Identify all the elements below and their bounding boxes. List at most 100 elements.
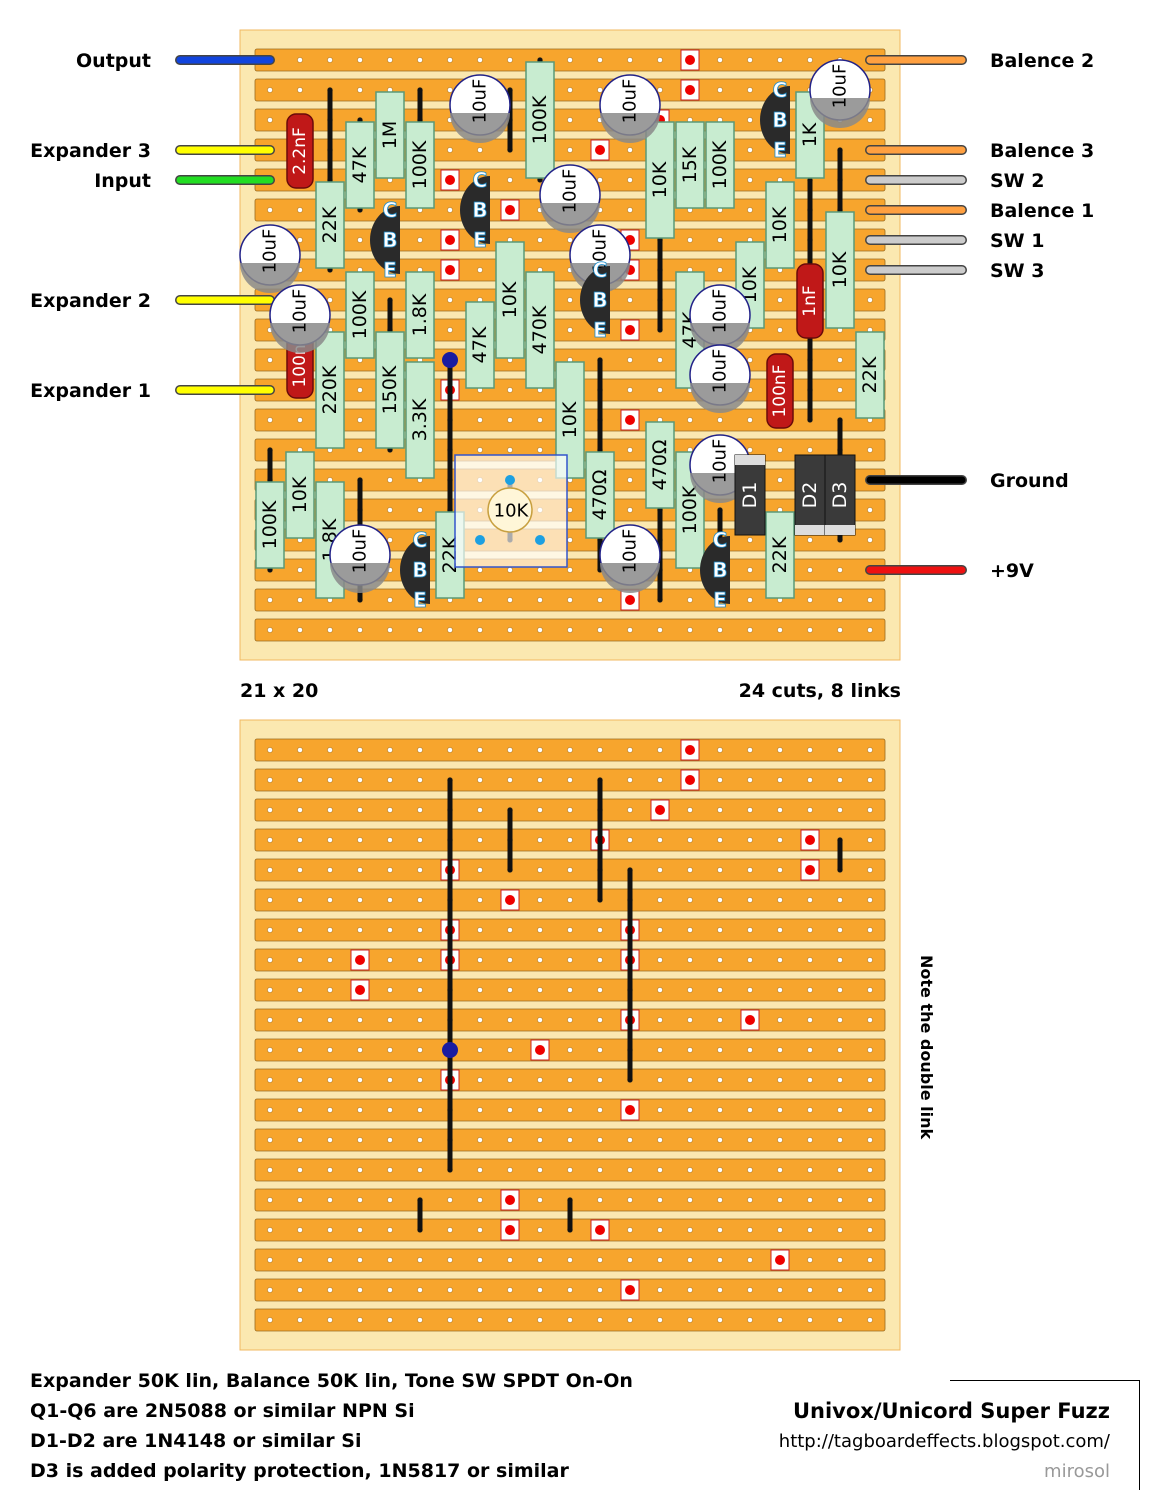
bottom-hole [567, 1167, 573, 1173]
top-hole [267, 117, 273, 123]
top-hole [387, 597, 393, 603]
bottom-hole [477, 837, 483, 843]
bottom-hole [657, 777, 663, 783]
top-hole [417, 57, 423, 63]
resistor-value: 1.8K [409, 293, 431, 336]
resistor-value: 22K [769, 536, 791, 573]
bottom-hole [267, 1047, 273, 1053]
bottom-hole [297, 1047, 303, 1053]
bottom-hole [327, 807, 333, 813]
bottom-hole [657, 1077, 663, 1083]
bottom-hole [687, 1167, 693, 1173]
pot-pin [535, 535, 545, 545]
transistor-pin-label: E [593, 318, 607, 342]
top-hole [867, 597, 873, 603]
bottom-hole [537, 867, 543, 873]
bottom-hole [537, 1197, 543, 1203]
bottom-hole [327, 777, 333, 783]
bottom-hole [327, 867, 333, 873]
resistor [375, 91, 405, 179]
top-hole [357, 237, 363, 243]
top-hole [507, 57, 513, 63]
bottom-hole [567, 897, 573, 903]
bottom-hole [477, 1167, 483, 1173]
bottom-hole [867, 957, 873, 963]
bottom-hole [837, 1107, 843, 1113]
bottom-hole [387, 1227, 393, 1233]
top-hole [537, 597, 543, 603]
bottom-hole [297, 927, 303, 933]
bottom-hole [837, 777, 843, 783]
top-hole [477, 267, 483, 273]
resistor-value: 15K [679, 146, 701, 183]
bottom-hole [687, 1107, 693, 1113]
bottom-hole [267, 927, 273, 933]
resistor-value: 10K [559, 401, 581, 438]
top-hole [657, 387, 663, 393]
bottom-hole [267, 1227, 273, 1233]
bottom-hole [777, 987, 783, 993]
bottom-hole [717, 1077, 723, 1083]
bottom-hole [867, 867, 873, 873]
top-hole [867, 297, 873, 303]
bottom-hole [687, 1227, 693, 1233]
bottom-hole [837, 957, 843, 963]
bottom-hole [417, 1167, 423, 1173]
bottom-hole [267, 1257, 273, 1263]
bottom-hole [777, 927, 783, 933]
transistor-pin-label: B [472, 198, 487, 222]
bottom-hole [837, 1227, 843, 1233]
resistor [525, 271, 555, 389]
top-hole [477, 57, 483, 63]
bottom-hole [597, 1167, 603, 1173]
film-capacitor [766, 353, 794, 429]
top-hole [747, 597, 753, 603]
bottom-hole [687, 1257, 693, 1263]
transistor-pin-label: C [713, 528, 728, 552]
bottom-hole [717, 1017, 723, 1023]
bottom-hole [477, 1287, 483, 1293]
transistor-pin-label: B [712, 558, 727, 582]
bottom-track-cut-dot [355, 955, 365, 965]
bottom-hole [777, 897, 783, 903]
top-hole [807, 597, 813, 603]
bottom-hole [267, 747, 273, 753]
top-hole [567, 87, 573, 93]
bottom-hole [357, 1197, 363, 1203]
bottom-hole [687, 1287, 693, 1293]
pot-value: 10K [494, 501, 530, 522]
bottom-hole [657, 1047, 663, 1053]
bottom-hole [327, 1077, 333, 1083]
transistor-body [700, 536, 730, 604]
resistor [765, 511, 795, 599]
top-track-cut-dot [445, 235, 455, 245]
bottom-hole [597, 1047, 603, 1053]
wire-label-balence-2: Balence 2 [990, 50, 1095, 72]
top-hole [747, 447, 753, 453]
bottom-hole [267, 1137, 273, 1143]
bottom-hole [717, 807, 723, 813]
top-hole [387, 627, 393, 633]
top-hole [297, 417, 303, 423]
bottom-hole [267, 987, 273, 993]
bottom-hole [567, 1317, 573, 1323]
bottom-hole [297, 1257, 303, 1263]
bottom-hole [507, 927, 513, 933]
top-hole [687, 627, 693, 633]
top-hole [807, 57, 813, 63]
bottom-hole [657, 1257, 663, 1263]
top-hole [507, 627, 513, 633]
bottom-hole [657, 1227, 663, 1233]
top-hole [657, 357, 663, 363]
bottom-hole [807, 1197, 813, 1203]
bottom-hole [747, 1167, 753, 1173]
top-hole [297, 597, 303, 603]
top-hole [867, 447, 873, 453]
note-line-2: Q1-Q6 are 2N5088 or similar NPN Si [30, 1400, 415, 1422]
bottom-hole [537, 1137, 543, 1143]
bottom-hole [267, 807, 273, 813]
bottom-hole [777, 777, 783, 783]
bottom-hole [867, 807, 873, 813]
bottom-hole [537, 1167, 543, 1173]
transistor-body [400, 536, 430, 604]
